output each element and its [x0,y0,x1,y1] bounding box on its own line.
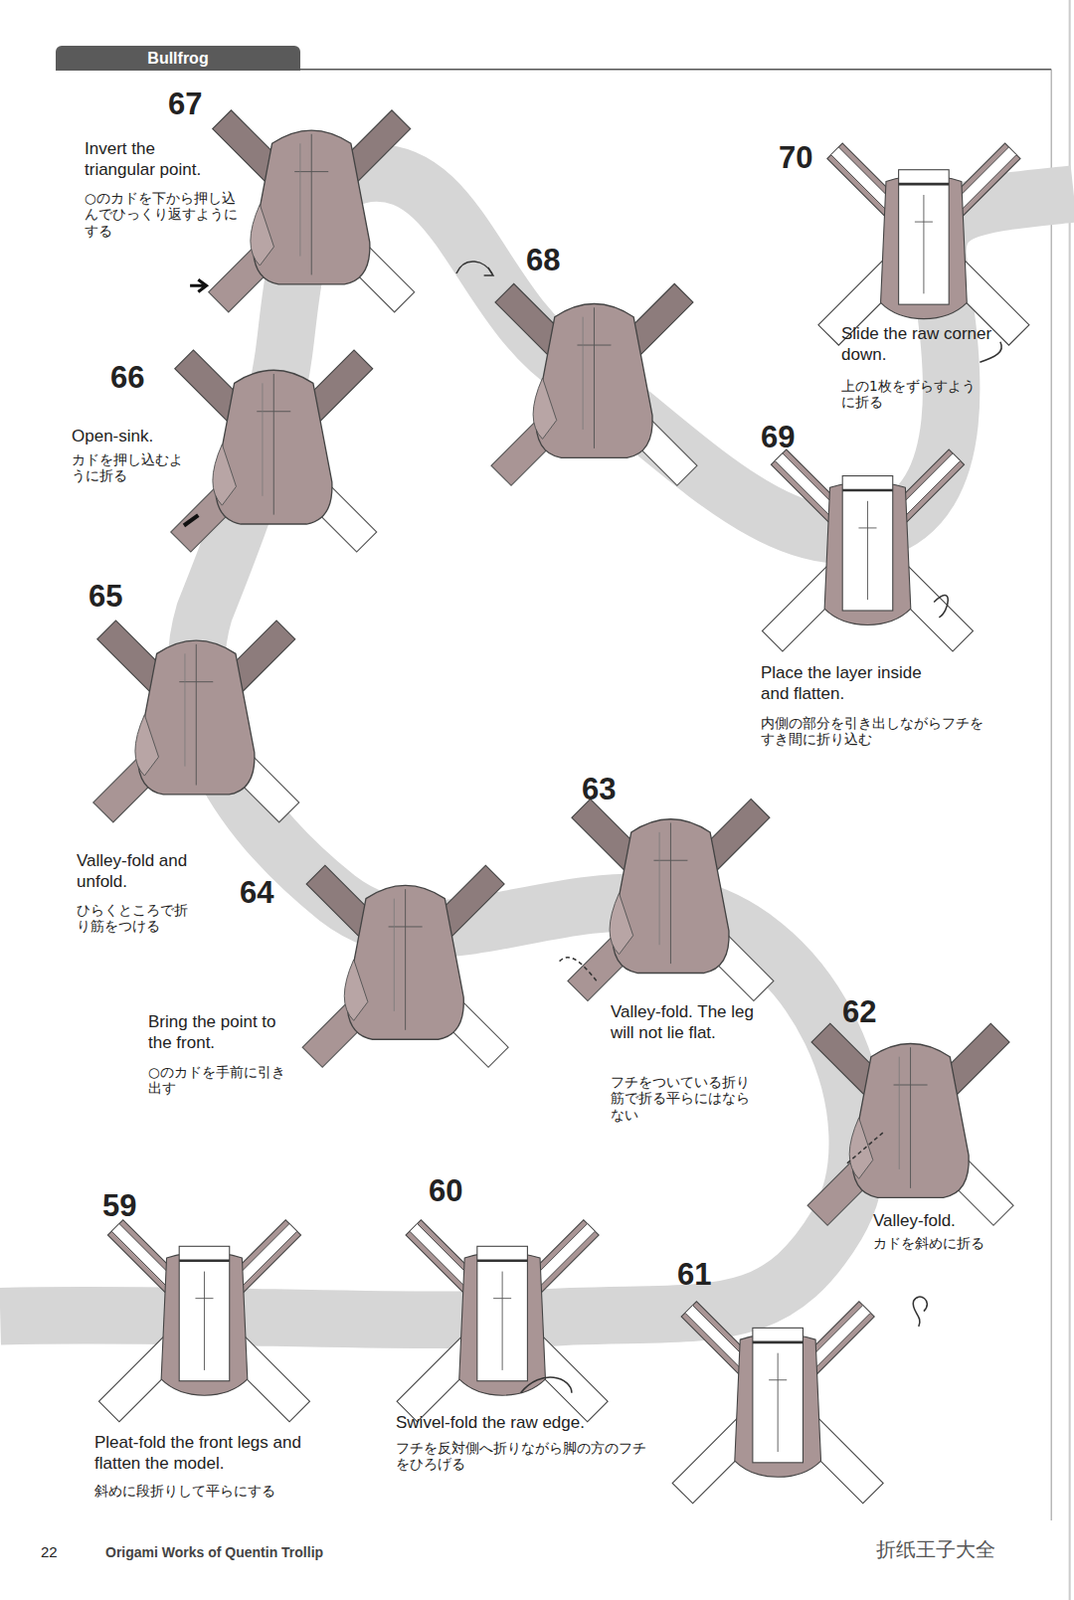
step-number: 68 [526,241,560,280]
step-number: 70 [778,139,813,178]
instruction-ja: カドを押し込むように折る [71,451,189,485]
step-number: 67 [168,85,202,124]
instruction-ja: ○のカドを手前に引き出す [148,1064,287,1097]
instruction-ja: ひらくところで折り筋をつける [76,901,194,935]
instruction: Valley-fold and unfold. [76,851,199,893]
instruction: Valley-fold. The leg will not lie flat. [610,1002,774,1044]
instruction: Place the layer inside and flatten. [760,663,945,705]
step-number: 60 [428,1172,463,1211]
instruction-ja: カドを斜めに折る [873,1235,1027,1252]
step-number: 64 [239,874,274,912]
instruction-ja: ○のカドを下から押し込んでひっくり返すようにする [84,189,238,239]
instruction: Swivel-fold the raw edge. [395,1413,662,1434]
step-number: 61 [677,1255,712,1294]
instruction: Pleat-fold the front legs and flatten th… [94,1432,340,1474]
instruction-ja: 上の1枚をずらすように折る [841,377,985,411]
title-tab: Bullfrog [55,45,301,71]
step-number: 62 [842,993,877,1032]
book-title: Origami Works of Quentin Trollip [105,1544,324,1562]
instruction: Bring the point to the front. [148,1012,302,1054]
instruction: Slide the raw corner down. [841,324,995,365]
step-number: 59 [102,1187,137,1226]
watermark: 折纸王子大全 [876,1537,996,1562]
instruction-ja: 斜めに段折りして平らにする [94,1482,340,1499]
instruction: Invert the triangular point. [84,139,228,180]
page-number: 22 [40,1543,58,1562]
step-number: 63 [581,770,616,809]
step-number: 65 [88,577,123,616]
step-number: 69 [760,418,795,457]
instruction-ja: フチをついている折り筋で折る平らにはならない [610,1074,754,1123]
instruction-ja: フチを反対側へ折りながら脚の方のフチをひろげる [395,1439,652,1473]
step-number: 66 [110,358,145,397]
instruction-ja: 内側の部分を引き出しながらフチをすき間に折り込む [760,715,996,748]
instruction: Valley-fold. [873,1211,1027,1233]
instruction: Open-sink. [71,426,194,448]
